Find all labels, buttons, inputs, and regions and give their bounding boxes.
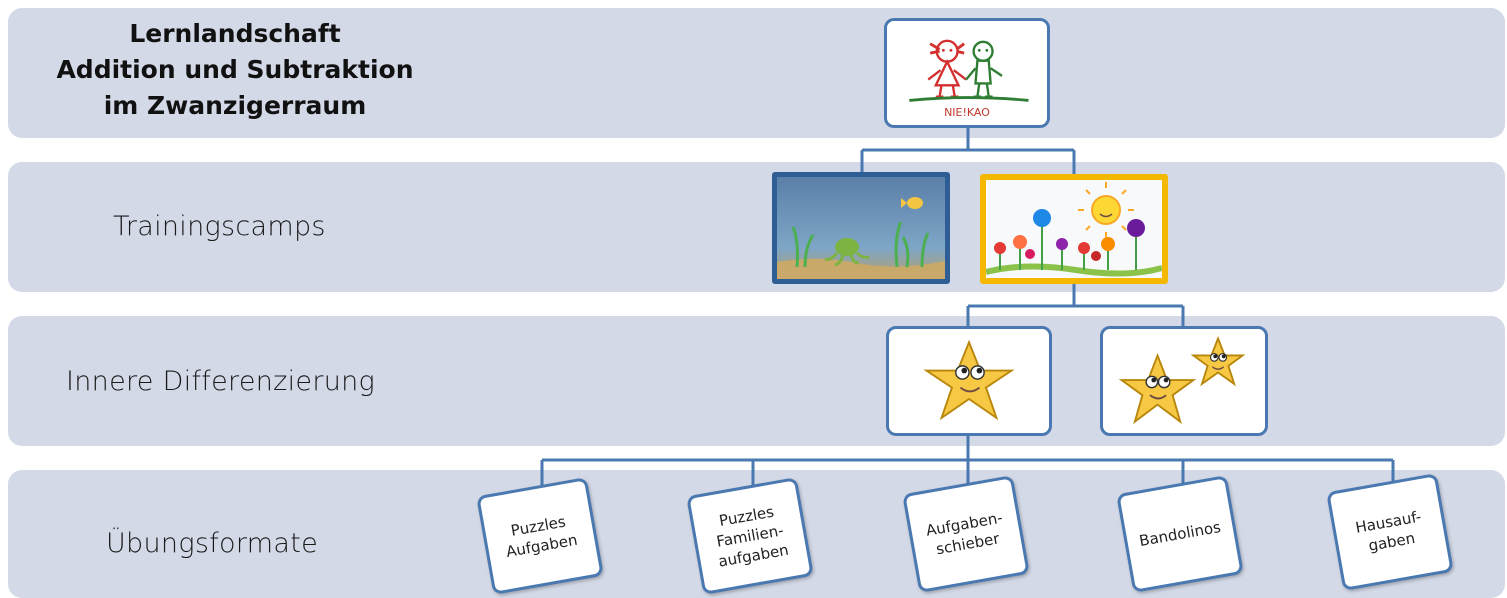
format-card-puzzles-familienaufgaben[interactable]: Puzzles Familien- aufgaben [686,477,814,595]
format-card-aufgabenschieber[interactable]: Aufgaben- schieber [902,475,1030,593]
two-star-faces-icon [1118,335,1246,425]
band-training [8,162,1505,292]
children-drawing-icon [909,39,1029,102]
trainingscamp-flower-meadow[interactable] [980,174,1168,284]
star-face-icon [923,339,1015,421]
title-line-1: Lernlandschaft [129,19,341,48]
format-card-puzzles-aufgaben[interactable]: Puzzles Aufgaben [476,477,604,595]
row-label-differentiation: Innere Differenzierung [66,366,376,397]
row-label-training: Trainingscamps [113,211,326,242]
title-line-2: Addition und Subtraktion [56,55,414,84]
differentiation-one-star[interactable] [886,326,1052,436]
band-title [8,8,1505,138]
logo-text: NIE!KAO [944,106,990,119]
underwater-picture-icon [777,177,945,279]
trainingscamp-underwater[interactable] [772,172,950,284]
flower-meadow-picture-icon [986,180,1162,278]
logo-box[interactable]: NIE!KAO [884,18,1050,128]
format-card-hausaufgaben[interactable]: Hausauf- gaben [1326,473,1454,591]
format-label-line: Bandolinos [1137,517,1223,551]
page-title: Lernlandschaft Addition und Subtraktion … [40,16,430,124]
row-label-formats: Übungsformate [106,528,318,559]
format-card-bandolinos[interactable]: Bandolinos [1116,475,1244,593]
title-line-3: im Zwanzigerraum [103,91,367,120]
differentiation-two-stars[interactable] [1100,326,1268,436]
